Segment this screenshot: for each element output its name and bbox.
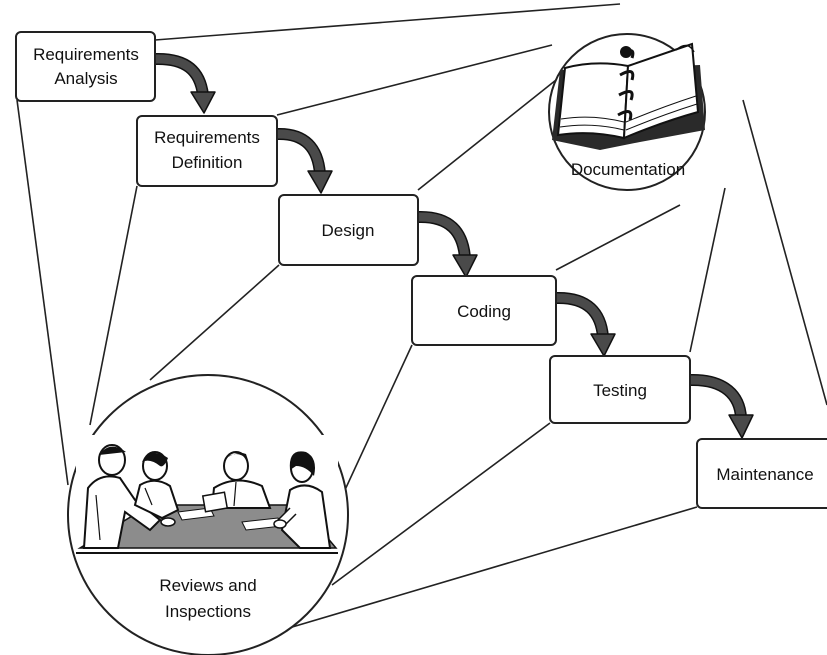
connector-testing-documentation bbox=[689, 187, 726, 353]
connector-testing-reviews bbox=[331, 422, 551, 586]
step-label-line1: Requirements bbox=[33, 45, 139, 64]
reviews-circle: Reviews and Inspections bbox=[67, 374, 349, 655]
person-icon bbox=[201, 451, 272, 513]
arrow-testing-to-maintenance bbox=[689, 373, 754, 439]
connector-analysis-documentation bbox=[154, 3, 621, 41]
connector-coding-reviews bbox=[337, 344, 413, 506]
step-requirements-analysis: Requirements Analysis bbox=[15, 31, 156, 102]
step-label-line1: Requirements bbox=[154, 128, 260, 147]
step-label: Design bbox=[322, 221, 375, 240]
documentation-circle: Documentation bbox=[548, 33, 706, 191]
step-label-line2: Definition bbox=[172, 153, 243, 172]
connector-maintenance-documentation bbox=[742, 99, 827, 406]
notebook-icon bbox=[552, 42, 705, 150]
person-icon bbox=[133, 451, 180, 520]
connector-design-documentation bbox=[417, 79, 557, 191]
connector-definition-reviews bbox=[89, 185, 138, 426]
step-label: Maintenance bbox=[716, 465, 813, 484]
step-requirements-definition: Requirements Definition bbox=[136, 115, 278, 187]
connector-design-reviews bbox=[149, 264, 280, 381]
step-label-line2: Analysis bbox=[54, 69, 117, 88]
flow-arrows bbox=[154, 52, 754, 439]
reviews-label-line1: Reviews and bbox=[159, 576, 256, 595]
step-label: Testing bbox=[593, 381, 647, 400]
connector-coding-documentation bbox=[555, 204, 681, 271]
step-testing: Testing bbox=[549, 355, 691, 424]
step-design: Design bbox=[278, 194, 419, 266]
step-coding: Coding bbox=[411, 275, 557, 346]
arrow-coding-to-testing bbox=[555, 291, 616, 357]
arrow-analysis-to-definition bbox=[154, 52, 216, 114]
step-label: Coding bbox=[457, 302, 511, 321]
arrow-design-to-coding bbox=[417, 210, 478, 278]
person-icon bbox=[274, 451, 332, 549]
connector-analysis-reviews bbox=[16, 99, 69, 486]
arrow-definition-to-design bbox=[276, 127, 333, 194]
reviews-label-line2: Inspections bbox=[165, 602, 251, 621]
step-maintenance: Maintenance bbox=[696, 438, 827, 509]
documentation-label: Documentation bbox=[571, 160, 685, 179]
person-icon bbox=[82, 444, 162, 549]
connector-definition-documentation bbox=[276, 44, 553, 116]
connector-maintenance-reviews bbox=[271, 506, 698, 634]
meeting-illustration bbox=[76, 435, 338, 554]
